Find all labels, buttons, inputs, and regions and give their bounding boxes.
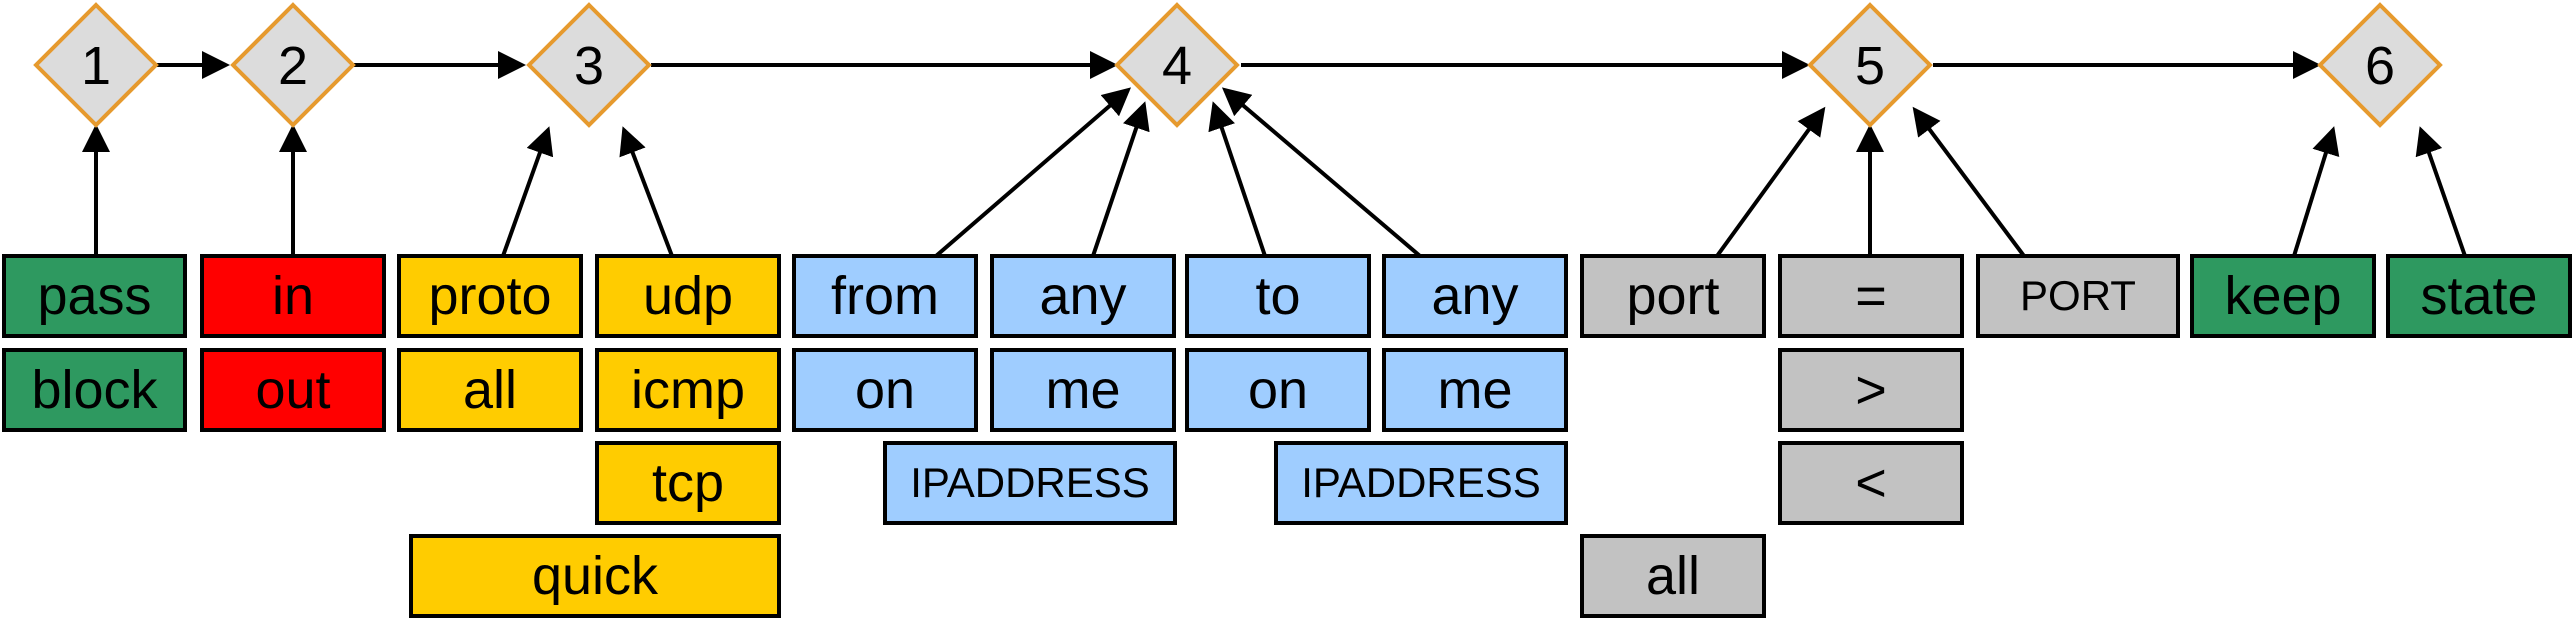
node-1: 1 (33, 2, 159, 128)
token-icmp: icmp (595, 348, 781, 432)
token-port-all: all (1580, 534, 1766, 618)
node-4-label: 4 (1162, 36, 1192, 96)
arrow-src-any-to-4 (1091, 101, 1150, 257)
token-state: state (2386, 254, 2572, 338)
token-port: port (1580, 254, 1766, 338)
node-2-label: 2 (278, 36, 308, 96)
arrow-keep-to-6 (2292, 126, 2340, 257)
arrow-proto-to-3 (501, 126, 554, 257)
arrow-state-to-6 (2415, 126, 2467, 257)
arrow-udp-to-3 (619, 126, 674, 257)
token-src-ipaddress: IPADDRESS (883, 441, 1177, 525)
token-quick: quick (409, 534, 781, 618)
node-4: 4 (1114, 2, 1240, 128)
token-dst-any: any (1382, 254, 1568, 338)
token-from: from (792, 254, 978, 338)
arrow-port-value-to-5 (1912, 106, 2026, 258)
token-dst-me: me (1382, 348, 1568, 432)
token-src-me: me (990, 348, 1176, 432)
token-lt: < (1778, 441, 1964, 525)
token-all: all (397, 348, 583, 432)
node-6: 6 (2317, 2, 2443, 128)
token-in: in (200, 254, 386, 338)
token-keep: keep (2190, 254, 2376, 338)
node-3-label: 3 (574, 36, 604, 96)
node-3: 3 (526, 2, 652, 128)
token-port-value: PORT (1976, 254, 2180, 338)
arrow-port-to-5 (1715, 106, 1826, 258)
arrow-dst-any-to-4 (1221, 87, 1422, 258)
token-dst-ipaddress: IPADDRESS (1274, 441, 1568, 525)
token-src-any: any (990, 254, 1176, 338)
token-out: out (200, 348, 386, 432)
token-to: to (1185, 254, 1371, 338)
token-pass: pass (2, 254, 187, 338)
arrow-from-to-4 (934, 87, 1132, 258)
node-6-label: 6 (2365, 36, 2395, 96)
token-proto: proto (397, 254, 583, 338)
node-5: 5 (1807, 2, 1933, 128)
token-gt: > (1778, 348, 1964, 432)
node-1-label: 1 (81, 36, 111, 96)
token-block: block (2, 348, 187, 432)
token-to-on: on (1185, 348, 1371, 432)
token-udp: udp (595, 254, 781, 338)
token-eq: = (1778, 254, 1964, 338)
arrow-to-to-4 (1208, 101, 1267, 257)
token-tcp: tcp (595, 441, 781, 525)
node-5-label: 5 (1855, 36, 1885, 96)
token-from-on: on (792, 348, 978, 432)
token-arrows (82, 87, 2467, 258)
node-2: 2 (230, 2, 356, 128)
